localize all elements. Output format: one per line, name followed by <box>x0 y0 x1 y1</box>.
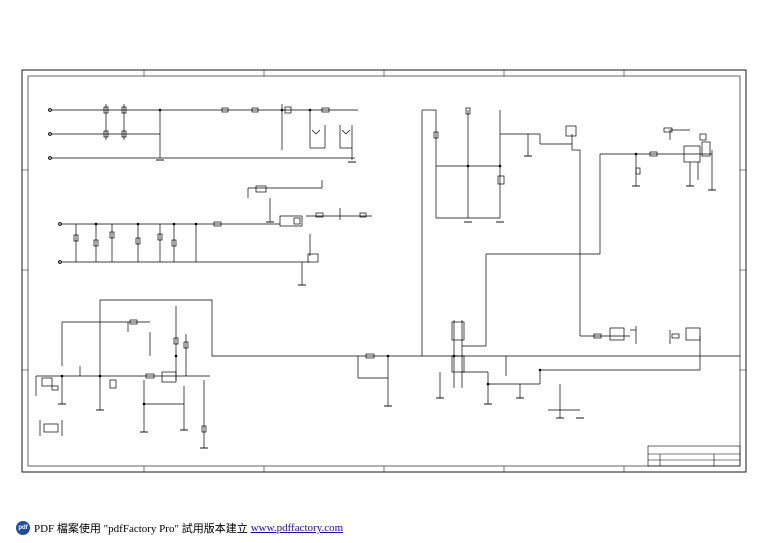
top-left-filter-section <box>48 104 358 160</box>
footer-link[interactable]: www.pdffactory.com <box>250 522 344 534</box>
ground-symbols <box>58 155 716 449</box>
left-bottom-amplifier-section <box>35 299 740 448</box>
inner-border <box>27 75 741 467</box>
outer-border <box>21 69 747 473</box>
pdf-logo-icon: pdf <box>16 521 30 535</box>
footer-text: PDF 檔案使用 "pdfFactory Pro" 試用版本建立 <box>34 523 248 535</box>
border-zone-ticks <box>22 70 746 472</box>
bottom-right-jack-section <box>609 326 701 344</box>
top-right-jack-section <box>663 127 713 190</box>
left-middle-filter-section <box>58 180 372 285</box>
pdf-footer: pdf PDF 檔案使用 "pdfFactory Pro" 試用版本建立 www… <box>16 520 343 536</box>
junction-dots <box>60 108 638 406</box>
title-block <box>647 445 741 467</box>
center-bus-section <box>357 107 712 418</box>
